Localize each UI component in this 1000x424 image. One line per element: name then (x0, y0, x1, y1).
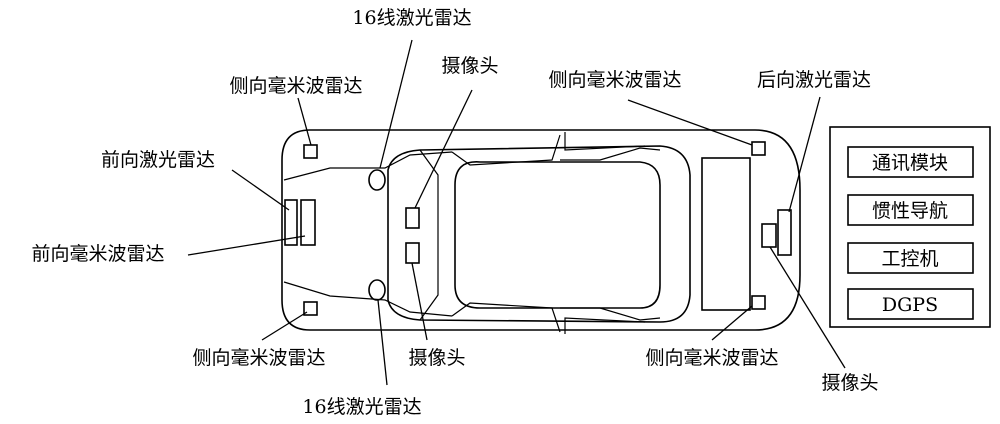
label-camera-top: 摄像头 (441, 55, 498, 77)
label-camera-rear: 摄像头 (821, 372, 878, 394)
sensor-camera-front-lower (405, 242, 420, 264)
label-front-radar: 前向毫米波雷达 (31, 243, 164, 265)
trunk (701, 157, 751, 311)
car-body (281, 129, 801, 331)
sensor-rear-lidar (777, 209, 792, 256)
equipment-item-ins: 惯性导航 (872, 200, 948, 222)
label-lidar16-bottom: 16线激光雷达 (302, 396, 421, 418)
sensor-lidar16-left (368, 169, 386, 191)
sensor-side-radar-front-left (303, 144, 318, 159)
label-front-lidar: 前向激光雷达 (101, 149, 215, 171)
equipment-item-box-4 (847, 288, 974, 320)
door-details (419, 132, 661, 334)
sensor-side-radar-rear-right (751, 295, 766, 310)
equipment-box: 通讯模块 惯性导航 工控机 DGPS (829, 126, 991, 328)
label-rear-lidar: 后向激光雷达 (757, 69, 871, 91)
cabin-outline (387, 145, 691, 323)
sensor-camera-front-upper (405, 207, 420, 229)
sensor-front-lidar (284, 199, 298, 246)
sensor-lidar16-right (368, 279, 386, 301)
label-side-radar-top-right: 侧向毫米波雷达 (548, 69, 681, 91)
sensor-camera-rear (761, 223, 777, 248)
equipment-item-comm: 通讯模块 (872, 152, 948, 174)
label-lidar16-top: 16线激光雷达 (352, 7, 471, 29)
equipment-item-ipc: 工控机 (881, 248, 938, 270)
label-side-radar-bottom-left: 侧向毫米波雷达 (192, 347, 325, 369)
label-side-radar-top-left: 侧向毫米波雷达 (229, 75, 362, 97)
hood-lines (283, 151, 453, 317)
equipment-item-box-3 (847, 242, 974, 274)
sensor-front-radar (300, 199, 316, 246)
equipment-item-dgps: DGPS (882, 294, 938, 316)
label-camera-bottom: 摄像头 (408, 347, 465, 369)
label-side-radar-bottom-right: 侧向毫米波雷达 (645, 347, 778, 369)
sensor-side-radar-front-right (303, 301, 318, 316)
equipment-item-box-2 (847, 194, 974, 226)
sensor-side-radar-rear-left (751, 141, 766, 156)
equipment-item-box-1 (847, 146, 974, 178)
roof (454, 161, 661, 309)
leader-lines (187, 39, 846, 386)
